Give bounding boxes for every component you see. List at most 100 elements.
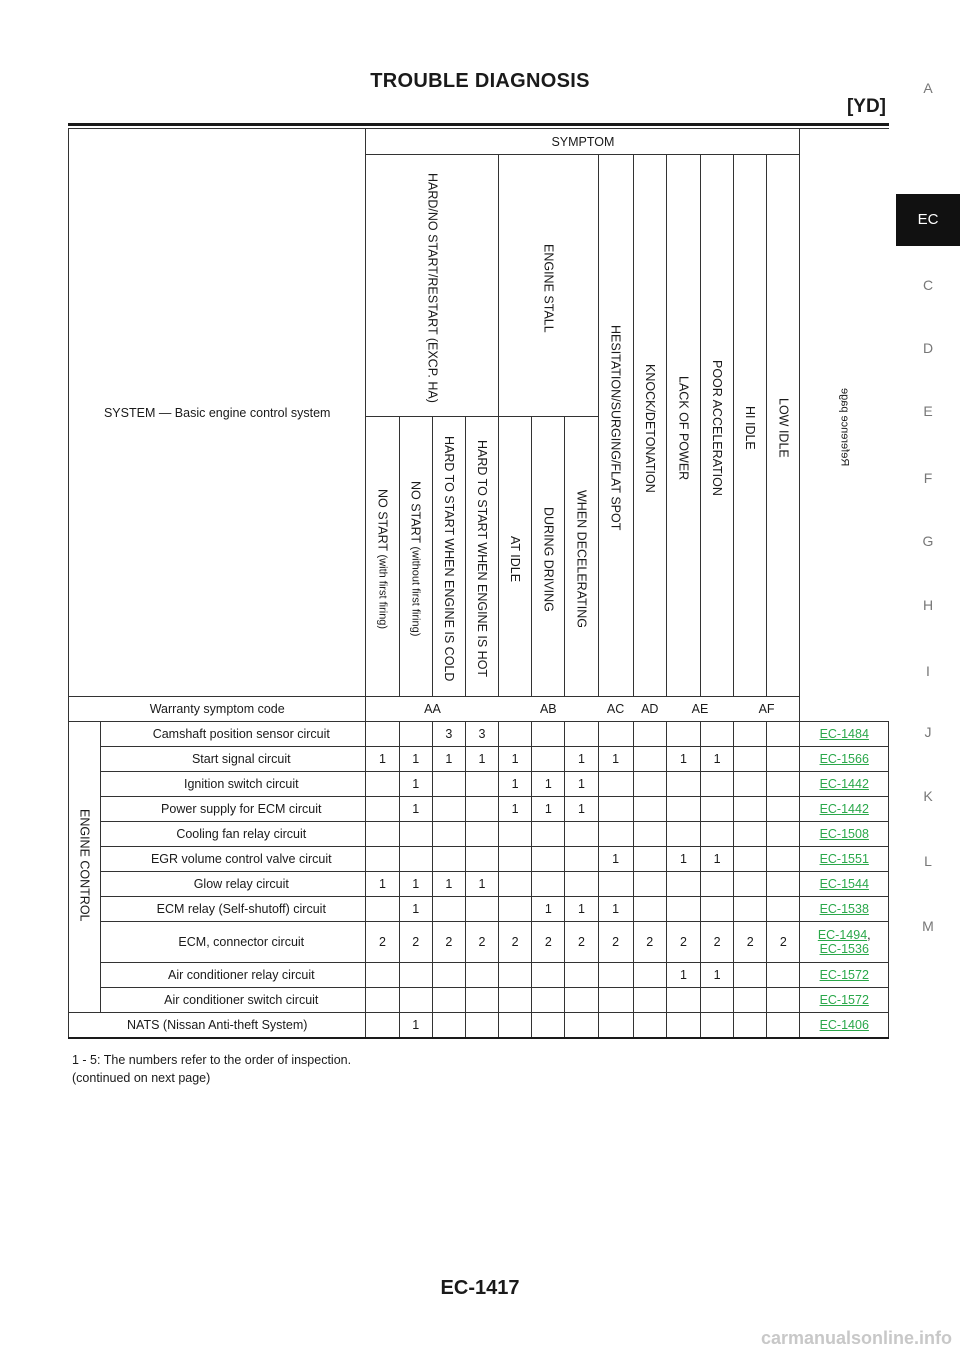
inspection-order-cell xyxy=(398,821,433,847)
inspection-order-cell xyxy=(498,896,533,922)
inspection-order-cell xyxy=(699,721,735,747)
section-index-item[interactable]: J xyxy=(924,724,932,740)
system-name-cell: Camshaft position sensor circuit xyxy=(100,721,367,747)
section-index-item[interactable]: E xyxy=(923,403,933,419)
inspection-order-cell xyxy=(766,871,801,897)
inspection-order-cell xyxy=(365,771,400,797)
inspection-order-cell: 1 xyxy=(398,746,433,772)
system-name-cell: ECM, connector circuit xyxy=(100,921,367,963)
inspection-order-note: 1 - 5: The numbers refer to the order of… xyxy=(72,1053,352,1067)
reference-cell: EC-1442 xyxy=(799,771,889,797)
inspection-order-cell: 2 xyxy=(766,921,801,963)
inspection-order-cell xyxy=(564,962,599,988)
reference-link[interactable]: EC-1572 xyxy=(819,993,869,1007)
inspection-order-cell xyxy=(632,721,667,747)
inspection-order-cell xyxy=(431,1012,466,1039)
reference-link[interactable]: EC-1484 xyxy=(819,727,869,741)
inspection-order-cell: 1 xyxy=(498,796,533,822)
section-index-item[interactable]: G xyxy=(922,533,934,549)
inspection-order-cell xyxy=(665,1012,702,1039)
reference-link[interactable]: EC-1566 xyxy=(819,752,869,766)
inspection-order-cell xyxy=(365,721,400,747)
reference-link[interactable]: EC-1538 xyxy=(819,902,869,916)
section-index-item[interactable]: D xyxy=(922,340,934,356)
symptom-column: HI IDLE xyxy=(733,154,768,697)
inspection-order-cell xyxy=(365,987,400,1013)
reference-link[interactable]: EC-1442 xyxy=(819,777,869,791)
section-index-item[interactable]: F xyxy=(923,470,933,486)
inspection-order-cell xyxy=(699,871,735,897)
inspection-order-cell xyxy=(464,796,500,822)
inspection-order-cell xyxy=(597,871,634,897)
symptom-subcolumn: HARD TO START WHEN ENGINE IS COLD xyxy=(431,416,466,697)
inspection-order-cell xyxy=(464,821,500,847)
inspection-order-cell xyxy=(632,796,667,822)
inspection-order-cell: 3 xyxy=(464,721,500,747)
inspection-order-cell xyxy=(564,721,599,747)
inspection-order-cell: 2 xyxy=(665,921,702,963)
inspection-order-cell xyxy=(564,846,599,872)
symptom-subcolumn: NO START (without first firing) xyxy=(398,416,433,697)
inspection-order-cell xyxy=(733,721,768,747)
inspection-order-cell xyxy=(665,796,702,822)
inspection-order-cell: 1 xyxy=(597,846,634,872)
symptom-header: SYMPTOM xyxy=(365,128,801,155)
symptom-subcolumn-label: NO START (with first firing) xyxy=(375,488,390,630)
section-index-item[interactable]: H xyxy=(922,597,934,613)
section-index-item-active[interactable]: EC xyxy=(896,194,960,246)
inspection-order-cell: 2 xyxy=(733,921,768,963)
warranty-code: AE xyxy=(666,696,734,722)
reference-link[interactable]: EC-1544 xyxy=(819,877,869,891)
symptom-subcolumn-label: HARD TO START WHEN ENGINE IS COLD xyxy=(441,436,456,682)
inspection-order-cell: 2 xyxy=(531,921,566,963)
inspection-order-cell xyxy=(733,987,768,1013)
inspection-order-cell xyxy=(766,987,801,1013)
reference-cell: EC-1442 xyxy=(799,796,889,822)
engine-control-group: ENGINE CONTROL xyxy=(67,721,102,1013)
watermark: carmanualsonline.info xyxy=(760,1328,952,1348)
reference-cell: EC-1406 xyxy=(799,1012,889,1039)
reference-link[interactable]: EC-1406 xyxy=(819,1017,869,1032)
reference-link[interactable]: EC-1442 xyxy=(819,802,869,816)
inspection-order-cell xyxy=(498,871,533,897)
reference-page-header: Reference page xyxy=(799,128,889,722)
symptom-subcolumn: HARD TO START WHEN ENGINE IS HOT xyxy=(464,416,500,697)
reference-cell: EC-1572 xyxy=(799,962,889,988)
inspection-order-cell xyxy=(597,962,634,988)
reference-cell: EC-1494,EC-1536 xyxy=(799,921,889,963)
inspection-order-cell: 1 xyxy=(464,746,500,772)
inspection-order-cell xyxy=(699,987,735,1013)
reference-link[interactable]: EC-1572 xyxy=(819,968,869,982)
inspection-order-cell xyxy=(464,1012,500,1039)
inspection-order-cell xyxy=(766,1012,801,1039)
section-index-item[interactable]: C xyxy=(922,277,934,293)
symptom-column-label: LACK OF POWER xyxy=(676,375,691,481)
inspection-order-cell xyxy=(632,962,667,988)
reference-link[interactable]: EC-1551 xyxy=(819,852,869,866)
inspection-order-cell xyxy=(464,962,500,988)
reference-link[interactable]: EC-1508 xyxy=(819,827,869,841)
section-index-item[interactable]: K xyxy=(923,788,933,804)
reference-link[interactable]: EC-1536 xyxy=(819,942,869,956)
inspection-order-cell: 1 xyxy=(665,846,702,872)
section-index-item[interactable]: A xyxy=(923,80,933,96)
symptom-subcolumn: NO START (with first firing) xyxy=(365,416,400,697)
section-index-item[interactable]: M xyxy=(922,918,934,934)
section-index-item[interactable]: L xyxy=(924,853,932,869)
inspection-order-cell: 2 xyxy=(464,921,500,963)
symptom-group-label: ENGINE STALL xyxy=(541,243,556,333)
inspection-order-cell xyxy=(665,896,702,922)
inspection-order-cell xyxy=(733,771,768,797)
symptom-column: HESITATION/SURGING/FLAT SPOT xyxy=(597,154,634,697)
inspection-order-cell: 1 xyxy=(597,746,634,772)
inspection-order-cell: 1 xyxy=(531,796,566,822)
inspection-order-cell xyxy=(766,962,801,988)
section-index-item[interactable]: I xyxy=(926,663,930,679)
inspection-order-cell xyxy=(431,821,466,847)
reference-link[interactable]: EC-1494 xyxy=(817,928,868,942)
